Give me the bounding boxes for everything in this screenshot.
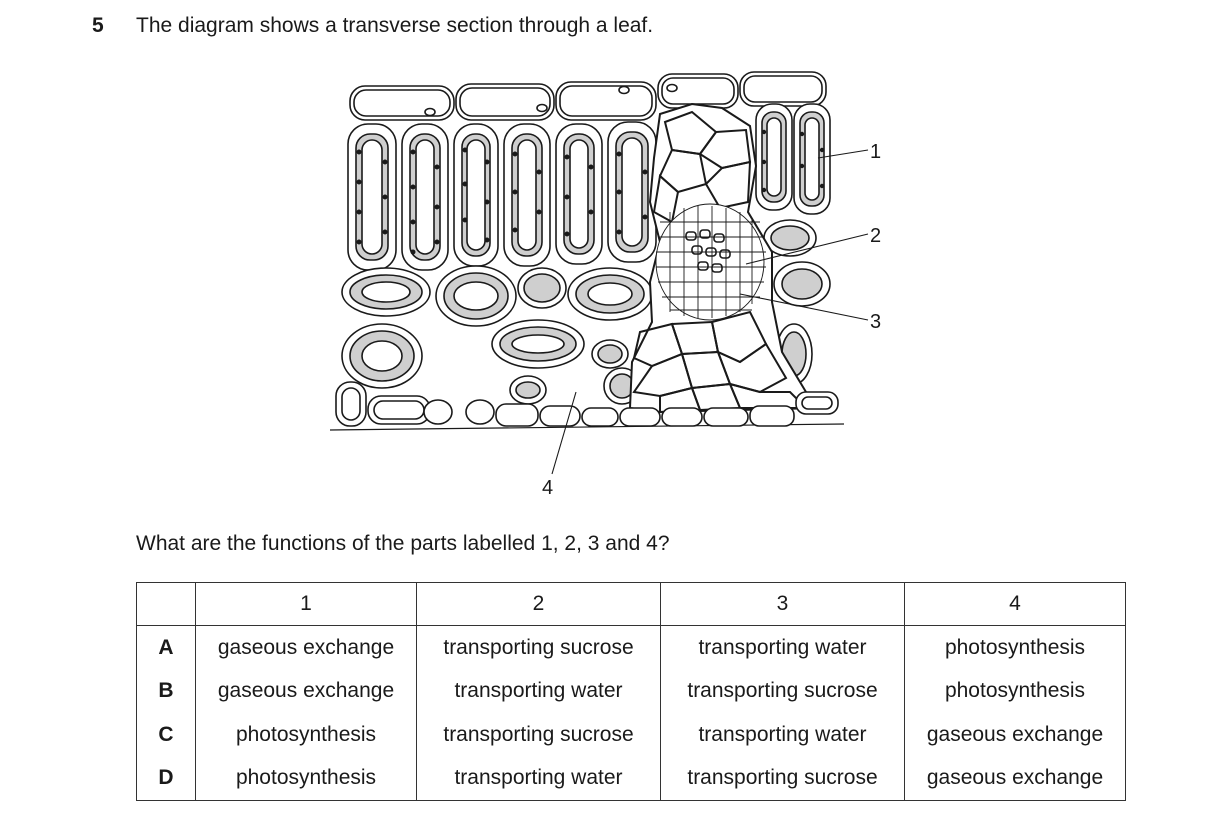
table-header-row: 1 2 3 4 [136,582,1126,626]
table-cell: transporting water [416,669,661,713]
question-text: The diagram shows a transverse section t… [136,14,654,37]
table-cell: gaseous exchange [195,625,417,670]
option-row-b[interactable]: B gaseous exchange transporting water tr… [136,669,1126,713]
diagram-label-3: 3 [870,311,881,333]
label-lines [551,149,869,475]
option-row-c[interactable]: C photosynthesis transporting sucrose tr… [136,713,1126,757]
header-part-2: 2 [416,582,661,626]
question-number: 5 [92,14,104,37]
header-part-1: 1 [195,582,417,626]
header-part-4: 4 [904,582,1126,626]
answer-options-table: 1 2 3 4 A gaseous exchange transporting … [136,582,1126,801]
upper-epidermis [349,71,827,121]
table-cell: gaseous exchange [904,713,1126,757]
header-blank [136,582,196,626]
chloroplasts [356,129,825,255]
option-letter: A [136,625,196,670]
table-cell: transporting sucrose [660,669,905,713]
option-letter: C [136,713,196,757]
lower-epidermis [329,381,845,431]
table-cell: photosynthesis [195,756,417,801]
diagram-label-1: 1 [870,141,881,163]
table-cell: photosynthesis [904,669,1126,713]
option-row-d[interactable]: D photosynthesis transporting water tran… [136,756,1126,801]
xylem-phloem-mesh [655,203,766,321]
table-cell: transporting sucrose [660,756,905,801]
table-cell: transporting sucrose [416,713,661,757]
table-cell: gaseous exchange [904,756,1126,801]
question-prompt: What are the functions of the parts labe… [136,532,670,555]
table-cell: transporting water [660,713,905,757]
option-letter: B [136,669,196,713]
option-row-a[interactable]: A gaseous exchange transporting sucrose … [136,625,1126,670]
table-cell: gaseous exchange [195,669,417,713]
diagram-label-2: 2 [870,225,881,247]
leaf-cross-section-diagram: 1 2 3 4 [329,71,881,499]
table-cell: photosynthesis [904,625,1126,670]
table-cell: transporting water [416,756,661,801]
table-cell: photosynthesis [195,713,417,757]
option-letter: D [136,756,196,801]
table-cell: transporting sucrose [416,625,661,670]
header-part-3: 3 [660,582,905,626]
table-cell: transporting water [660,625,905,670]
diagram-label-4: 4 [542,477,553,499]
